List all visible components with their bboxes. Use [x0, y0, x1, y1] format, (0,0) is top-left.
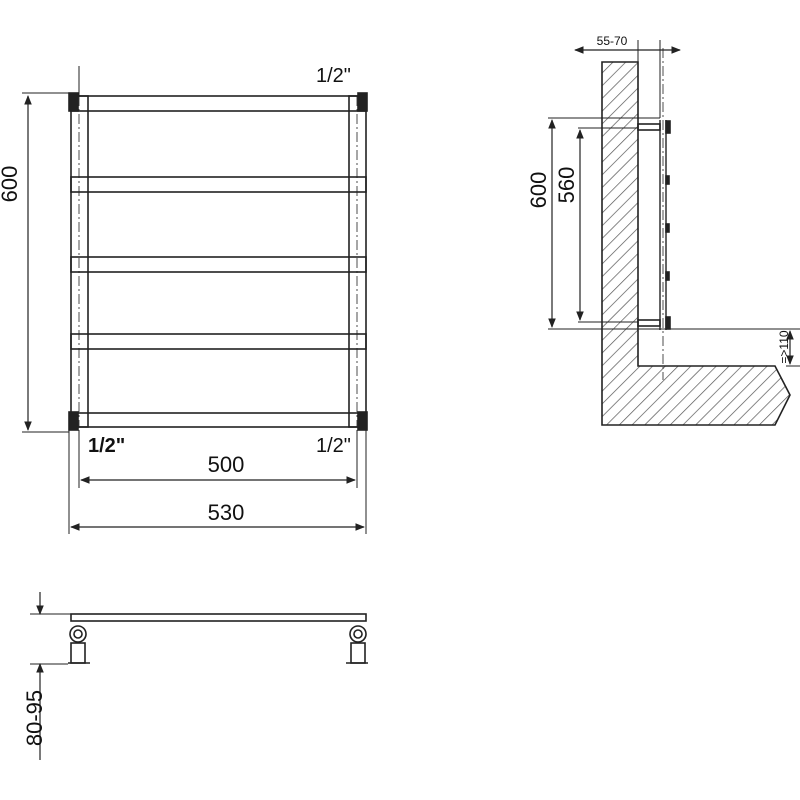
bar-4	[70, 333, 367, 350]
wall-floor-section	[601, 61, 791, 426]
bar-1	[70, 95, 367, 112]
wall-gap-label: 55-70	[597, 34, 628, 48]
connection-label-top-right: 1/2"	[316, 65, 351, 87]
left-collector	[70, 95, 89, 428]
bar-5	[70, 412, 367, 428]
axis-width-label: 500	[208, 452, 245, 477]
right-collector	[348, 95, 367, 428]
front-height-label: 600	[0, 166, 22, 203]
floor-clearance-label: =>110	[777, 330, 791, 363]
top-view-bar	[70, 613, 367, 622]
wall-mount-right	[350, 642, 366, 664]
side-view	[548, 40, 800, 426]
side-overall-height-label: 600	[526, 172, 551, 209]
connection-cap-bl	[68, 411, 79, 431]
depth-label: 80-95	[22, 690, 47, 746]
top-view	[30, 592, 368, 760]
wall-mount-left	[70, 642, 86, 664]
connection-label-bottom-left: 1/2"	[88, 435, 125, 457]
bar-3	[70, 256, 367, 273]
connection-cap-br	[357, 411, 368, 431]
bracket-bottom	[637, 319, 661, 327]
connection-cap-tr	[357, 92, 368, 112]
bracket-top	[637, 123, 661, 131]
top-view-collector-right	[349, 625, 367, 643]
front-view	[22, 66, 368, 534]
top-view-collector-left	[69, 625, 87, 643]
connection-label-bottom-right: 1/2"	[316, 435, 351, 457]
side-axis-height-label: 560	[554, 167, 579, 204]
connection-cap-tl	[68, 92, 79, 112]
bar-2	[70, 176, 367, 193]
overall-width-label: 530	[208, 500, 245, 525]
